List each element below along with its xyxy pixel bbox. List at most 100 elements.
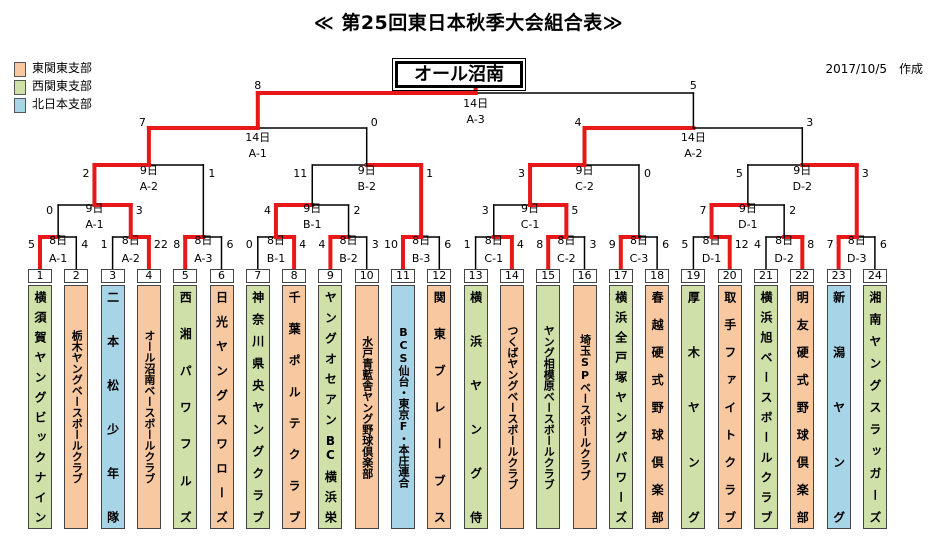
score-right: 5	[690, 79, 697, 92]
team-number: 13	[463, 269, 488, 283]
match-day: 8日	[775, 234, 793, 247]
match-id: A-3	[194, 252, 212, 265]
score-left: 4	[318, 238, 325, 251]
team-name: 日光ヤングスワローズ	[209, 285, 234, 529]
score-right: 3	[862, 167, 869, 180]
match-id: A-1	[249, 147, 267, 160]
team-number: 15	[536, 269, 561, 283]
score-right: 1	[208, 167, 215, 180]
match-id: D-2	[793, 180, 812, 193]
score-left: 7	[139, 116, 146, 129]
team-name: 埼玉SPベースボールクラブ	[572, 285, 597, 529]
match-id: C-1	[484, 252, 503, 265]
team-name: BCS仙台・東京F・本庄連合	[391, 285, 415, 529]
score-right: 3	[136, 204, 143, 217]
team-number: 20	[717, 269, 742, 283]
score-left: 1	[464, 238, 471, 251]
match-day: 9日	[303, 202, 321, 215]
score-left: 7	[827, 238, 834, 251]
match-id: A-2	[684, 147, 702, 160]
page-title: ≪ 第25回東日本秋季大会組合表≫	[313, 12, 624, 34]
match-day: 14日	[681, 131, 706, 144]
match-id: D-2	[774, 252, 793, 265]
score-left: 2	[82, 167, 89, 180]
team-number: 17	[608, 269, 633, 283]
match-id: A-2	[140, 180, 158, 193]
match-id: A-1	[49, 252, 67, 265]
team-name: 千葉ポルテクラブ	[282, 285, 307, 529]
score-right: 22	[154, 238, 168, 251]
score-left: 10	[384, 238, 398, 251]
team-number: 3	[100, 269, 125, 283]
team-number: 6	[209, 269, 234, 283]
score-right: 2	[789, 204, 796, 217]
legend-swatch	[14, 98, 26, 113]
score-right: 6	[227, 238, 234, 251]
match-day: 8日	[49, 234, 67, 247]
match-day: 9日	[793, 164, 811, 177]
team-name: ヤング相模原ベースボールクラブ	[536, 285, 561, 529]
score-left: 3	[482, 204, 489, 217]
match-day: 8日	[412, 234, 430, 247]
match-id: B-2	[357, 180, 376, 193]
team-name: オール沼南ベースボールクラブ	[136, 285, 161, 529]
score-left: 4	[575, 116, 582, 129]
match-day: 9日	[358, 164, 376, 177]
team-name: 横須賀ヤングビックナイン	[28, 285, 52, 529]
match-day: 8日	[194, 234, 212, 247]
match-day: 8日	[630, 234, 648, 247]
score-right: 3	[806, 116, 813, 129]
match-id: D-1	[702, 252, 721, 265]
team-number: 5	[173, 269, 198, 283]
match-day: 8日	[703, 234, 721, 247]
score-right: 0	[371, 116, 378, 129]
team-number: 19	[681, 269, 706, 283]
team-name: 横浜旭ベースボールクラブ	[754, 285, 778, 529]
team-number: 22	[790, 269, 815, 283]
match-day: 9日	[140, 164, 158, 177]
score-left: 8	[254, 79, 261, 92]
team-number: 12	[427, 269, 452, 283]
match-id: C-1	[521, 218, 540, 231]
match-day: 8日	[557, 234, 575, 247]
team-number: 24	[862, 269, 887, 283]
score-left: 5	[736, 167, 743, 180]
team-number: 8	[282, 269, 307, 283]
team-number: 16	[572, 269, 597, 283]
score-right: 3	[590, 238, 597, 251]
legend-swatch	[14, 80, 26, 95]
team-number: 4	[136, 269, 161, 283]
team-number: 2	[64, 269, 89, 283]
score-right: 12	[735, 238, 749, 251]
match-id: B-3	[412, 252, 431, 265]
score-right: 4	[299, 238, 306, 251]
match-id: A-3	[466, 113, 484, 126]
match-id: B-1	[303, 218, 322, 231]
team-number: 14	[499, 269, 524, 283]
team-name: 関東ブレーブス	[427, 285, 452, 529]
match-day: 9日	[739, 202, 757, 215]
team-number: 1	[28, 269, 52, 283]
match-day: 14日	[463, 97, 488, 110]
team-number: 7	[245, 269, 270, 283]
match-day: 8日	[340, 234, 358, 247]
match-id: D-3	[847, 252, 866, 265]
score-right: 3	[372, 238, 379, 251]
match-day: 8日	[267, 234, 285, 247]
score-left: 4	[264, 204, 271, 217]
match-id: C-2	[575, 180, 594, 193]
team-name: 二本松少年隊	[100, 285, 125, 529]
champion-box: オール沼南	[392, 58, 526, 91]
score-left: 4	[754, 238, 761, 251]
legend-item-west-kanto: 西関東支部	[14, 79, 144, 97]
match-day: 9日	[85, 202, 103, 215]
score-left: 5	[681, 238, 688, 251]
score-left: 8	[536, 238, 543, 251]
match-day: 14日	[245, 131, 270, 144]
team-name: 春越硬式野球倶楽部	[645, 285, 670, 529]
score-left: 11	[293, 167, 307, 180]
match-id: D-1	[738, 218, 757, 231]
team-number: 21	[754, 269, 778, 283]
team-name: 横浜全戸塚ヤングパワーズ	[608, 285, 633, 529]
